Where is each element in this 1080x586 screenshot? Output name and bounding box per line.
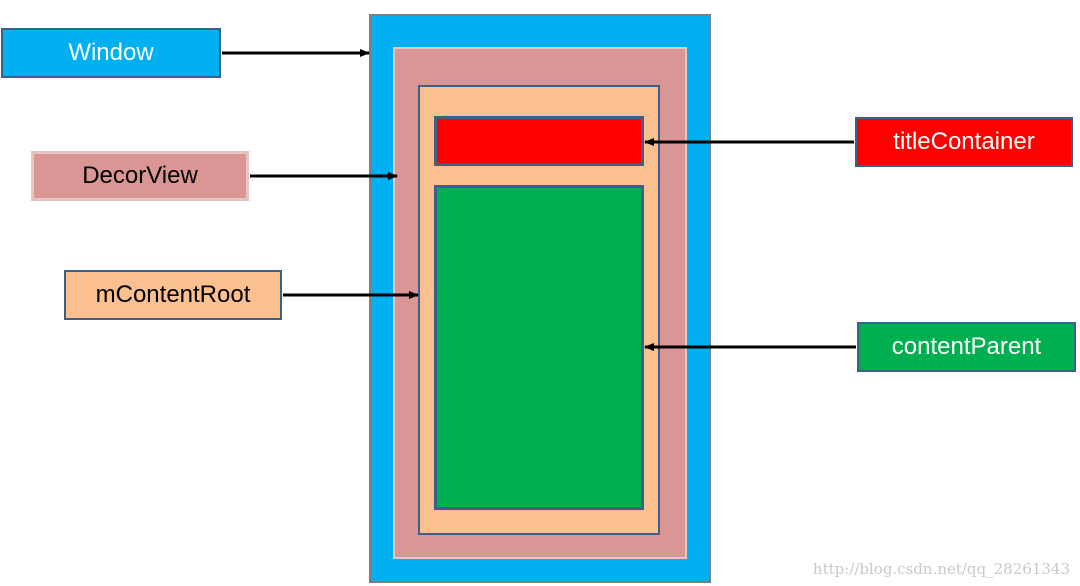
- watermark-text: http://blog.csdn.net/qq_28261343: [812, 560, 1070, 578]
- content-root-label: mContentRoot: [64, 270, 282, 320]
- content-parent-box: [434, 185, 644, 510]
- decor-view-label: DecorView: [31, 151, 249, 201]
- title-container-box: [434, 116, 644, 166]
- window-label: Window: [1, 28, 221, 78]
- content-parent-label: contentParent: [857, 322, 1076, 372]
- title-container-label: titleContainer: [855, 117, 1073, 167]
